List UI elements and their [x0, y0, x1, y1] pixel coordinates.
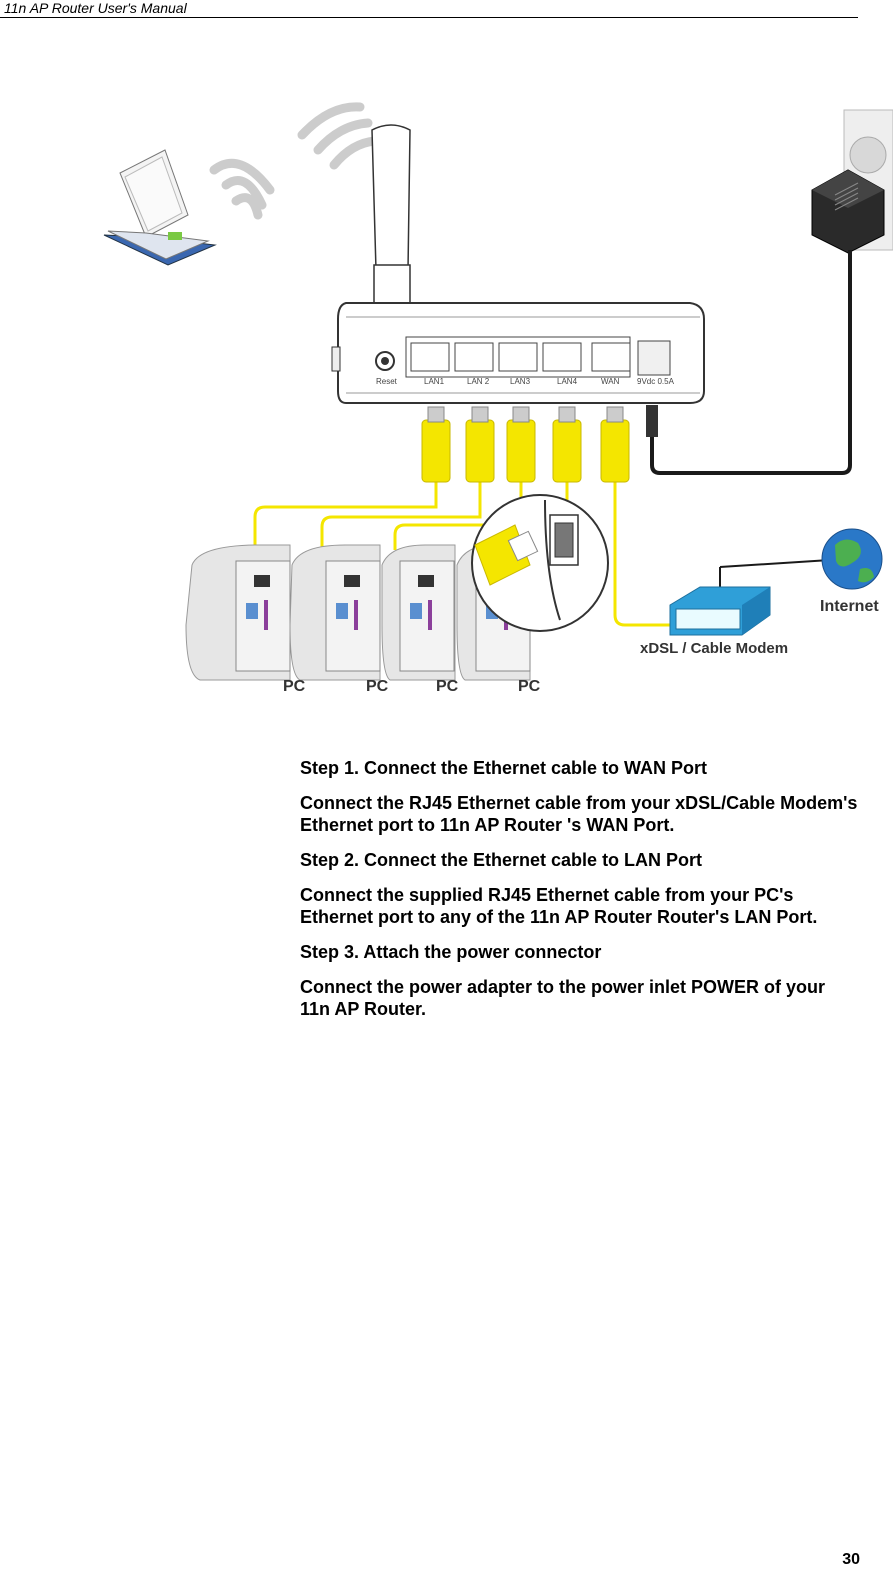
internet-label: Internet: [820, 598, 879, 615]
page-number: 30: [842, 1551, 860, 1568]
lan2-label: LAN 2: [467, 377, 490, 386]
step2-title: Step 2. Connect the Ethernet cable to LA…: [300, 850, 703, 870]
router-icon: Reset LAN1 LAN 2 LAN3 LAN4 WAN 9Vdc 0.5A: [331, 302, 705, 404]
pc-label: PC: [436, 678, 459, 695]
globe-icon: [821, 528, 883, 590]
step3-title: Step 3. Attach the power connector: [300, 942, 602, 962]
power-adapter-icon: [811, 109, 893, 254]
step2-text: Connect the supplied RJ45 Ethernet cable…: [300, 885, 818, 927]
power-cable: [650, 250, 852, 475]
ethernet-cables: [253, 480, 680, 627]
manual-header-title: 11n AP Router User's Manual: [4, 0, 187, 16]
lan1-label: LAN1: [424, 377, 445, 386]
lan3-label: LAN3: [510, 377, 531, 386]
reset-label: Reset: [376, 377, 398, 386]
step1-text: Connect the RJ45 Ethernet cable from you…: [300, 793, 858, 835]
wan-label: WAN: [601, 377, 620, 386]
connector-zoom-callout: [471, 494, 609, 632]
pc-label: PC: [518, 678, 541, 695]
antenna-icon: [371, 124, 411, 306]
connection-diagram: Reset LAN1 LAN 2 LAN3 LAN4 WAN 9Vdc 0.5A: [0, 95, 893, 700]
step1-title: Step 1. Connect the Ethernet cable to WA…: [300, 758, 708, 778]
modem-label: xDSL / Cable Modem: [640, 640, 788, 657]
rj45-connector-icons: [421, 419, 630, 483]
lan4-label: LAN4: [557, 377, 578, 386]
pc-label: PC: [283, 678, 306, 695]
instructions: Step 1. Connect the Ethernet cable to WA…: [300, 757, 860, 1033]
laptop-icon: [103, 149, 217, 266]
modem-icon: [669, 586, 771, 636]
header-rule: [0, 17, 858, 18]
power-plug-icon: [646, 405, 658, 437]
wireless-signal-icon: [209, 102, 380, 220]
step3-text: Connect the power adapter to the power i…: [300, 977, 826, 1019]
pc-label: PC: [366, 678, 389, 695]
power-inlet-label: 9Vdc 0.5A: [637, 377, 675, 386]
